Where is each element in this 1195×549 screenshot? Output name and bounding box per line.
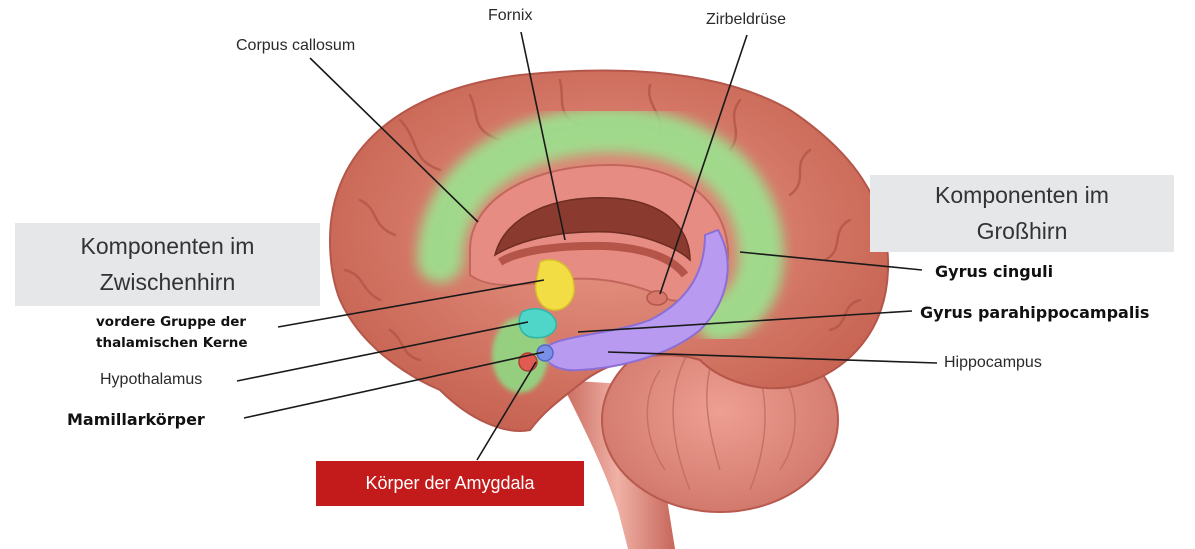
label-amygdala: Körper der Amygdala xyxy=(365,473,534,494)
box-amygdala: Körper der Amygdala xyxy=(316,461,584,506)
label-zirbeldruese: Zirbeldrüse xyxy=(706,10,786,29)
label-corpus-callosum: Corpus callosum xyxy=(236,36,355,55)
box-zwischenhirn-line1: Komponenten im xyxy=(81,229,255,265)
label-vordere-gruppe: vordere Gruppe der thalamischen Kerne xyxy=(96,312,248,354)
label-hippocampus: Hippocampus xyxy=(944,353,1042,372)
label-mamillarkoerper: Mamillarkörper xyxy=(67,410,205,429)
pineal-gland xyxy=(647,291,667,305)
box-grosshirn: Komponenten im Großhirn xyxy=(870,175,1174,252)
box-grosshirn-line1: Komponenten im xyxy=(935,178,1109,214)
box-grosshirn-line2: Großhirn xyxy=(977,214,1068,250)
label-gyrus-parahippocampalis: Gyrus parahippocampalis xyxy=(920,303,1149,322)
label-fornix: Fornix xyxy=(488,6,532,25)
box-zwischenhirn-line2: Zwischenhirn xyxy=(100,265,236,301)
box-zwischenhirn: Komponenten im Zwischenhirn xyxy=(15,223,320,306)
label-vordere-gruppe-line1: vordere Gruppe der xyxy=(96,312,248,333)
label-vordere-gruppe-line2: thalamischen Kerne xyxy=(96,333,248,354)
label-gyrus-cinguli: Gyrus cinguli xyxy=(935,262,1053,281)
label-hypothalamus: Hypothalamus xyxy=(100,370,202,389)
